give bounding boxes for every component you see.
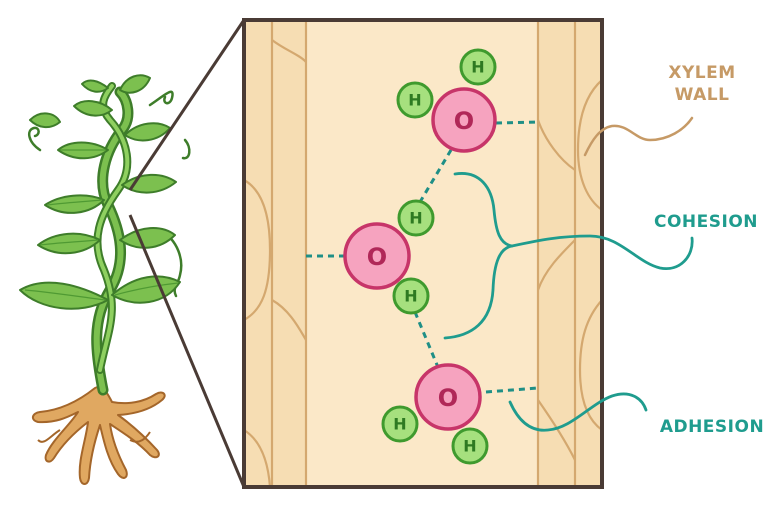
- oxygen-label: O: [367, 243, 387, 271]
- xylem-wall-pointer: [583, 116, 694, 157]
- xylem-wall-label-line1: XYLEM: [668, 63, 735, 83]
- adhesion-bond-bottom: [485, 386, 539, 394]
- adhesion-bond-top: [495, 120, 539, 125]
- plant-illustration: [19, 74, 191, 485]
- water-molecule-top: H H O: [396, 48, 497, 153]
- cohesion-pointer: [510, 234, 694, 270]
- hydrogen-atom: [451, 427, 489, 465]
- hydrogen-atom: [381, 405, 419, 443]
- oxygen-label: O: [438, 384, 458, 412]
- zoom-lines: [128, 19, 246, 488]
- hydrogen-label: H: [463, 437, 476, 456]
- oxygen-label: O: [454, 107, 474, 135]
- xylem-wall-label-line2: WALL: [675, 85, 730, 105]
- water-molecule-middle: H H O: [343, 199, 435, 315]
- hydrogen-atom: [459, 48, 497, 86]
- oxygen-atom: [414, 363, 482, 431]
- hydrogen-atom: [392, 277, 430, 315]
- hydrogen-bonds: [306, 120, 539, 394]
- hydrogen-label: H: [408, 91, 421, 110]
- plant-leaves: [19, 74, 181, 310]
- cohesion-label: COHESION: [654, 212, 758, 232]
- adhesion-pointer: [508, 392, 648, 432]
- xylem-wall-right: [536, 20, 603, 487]
- hydrogen-atom: [396, 81, 434, 119]
- oxygen-atom: [431, 87, 497, 153]
- adhesion-label: ADHESION: [660, 417, 764, 437]
- hydrogen-label: H: [393, 415, 406, 434]
- xylem-wall-left: [243, 20, 308, 488]
- oxygen-atom: [343, 222, 411, 290]
- plant-leaf-veins: [24, 149, 179, 301]
- plant-roots: [32, 385, 166, 485]
- hydrogen-label: H: [404, 287, 417, 306]
- water-molecule-bottom: H H O: [381, 363, 489, 465]
- hydrogen-atom: [397, 199, 435, 237]
- hydrogen-label: H: [471, 58, 484, 77]
- xylem-frame: [242, 18, 604, 489]
- hydrogen-label: H: [409, 209, 422, 228]
